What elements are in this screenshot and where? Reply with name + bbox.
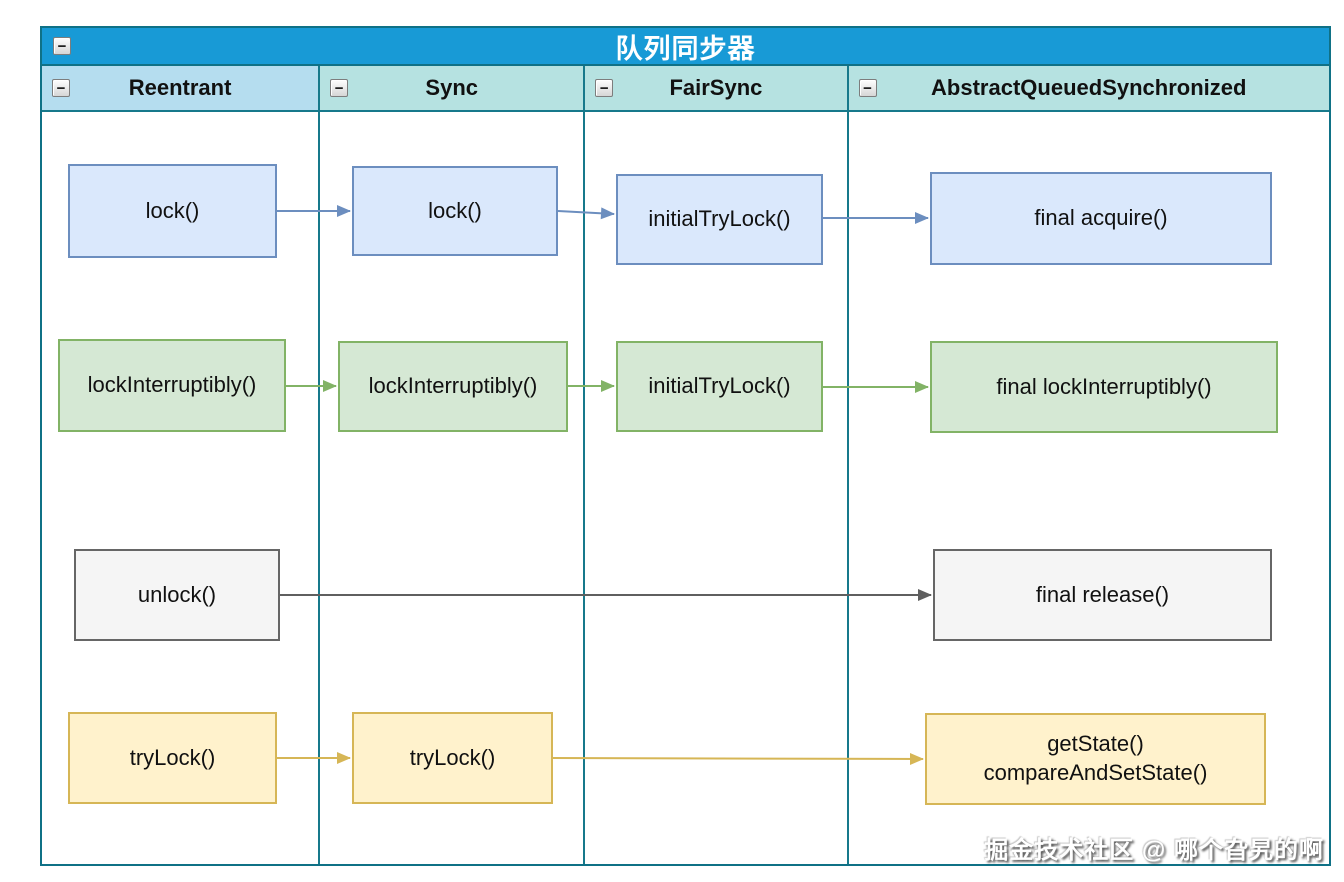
collapse-lane-reentrant-icon[interactable]: − [52, 79, 70, 97]
node-aqs-getstate-line2: compareAndSetState() [983, 760, 1208, 785]
lane-label-fairsync: FairSync [669, 75, 763, 100]
node-aqs-final-lockinterruptibly[interactable]: final lockInterruptibly() [930, 341, 1278, 433]
node-fairsync-initialtrylock-1[interactable]: initialTryLock() [616, 174, 823, 265]
node-aqs-getstate-line1: getState() [1047, 731, 1144, 757]
node-sync-trylock[interactable]: tryLock() [352, 712, 553, 804]
node-fairsync-initialtrylock-2[interactable]: initialTryLock() [616, 341, 823, 432]
collapse-lane-sync-icon[interactable]: − [330, 79, 349, 97]
pool-title-bar[interactable]: − 队列同步器 [42, 28, 1329, 66]
node-aqs-final-release[interactable]: final release() [933, 549, 1272, 641]
node-sync-lockinterruptibly[interactable]: lockInterruptibly() [338, 341, 568, 432]
node-reentrant-lock[interactable]: lock() [68, 164, 277, 258]
node-reentrant-lockinterruptibly[interactable]: lockInterruptibly() [58, 339, 286, 432]
lane-header-fairsync[interactable]: − FairSync [585, 66, 847, 112]
lane-header-reentrant[interactable]: − Reentrant [42, 66, 319, 112]
pool-title: 队列同步器 [615, 33, 756, 64]
collapse-lane-fairsync-icon[interactable]: − [595, 79, 614, 97]
node-reentrant-trylock[interactable]: tryLock() [68, 712, 277, 804]
lane-fairsync: − FairSync [583, 66, 847, 864]
watermark-text: 掘金技术社区 @ 哪个旮旯的啊 [984, 837, 1324, 864]
node-reentrant-unlock[interactable]: unlock() [74, 549, 280, 641]
lane-label-reentrant: Reentrant [128, 75, 232, 100]
node-sync-lock[interactable]: lock() [352, 166, 558, 256]
collapse-lane-aqs-icon[interactable]: − [858, 79, 877, 97]
lane-reentrant: − Reentrant [42, 66, 319, 864]
collapse-pool-icon[interactable]: − [53, 37, 71, 55]
lane-header-sync[interactable]: − Sync [320, 66, 584, 112]
lanes-container: − Reentrant − Sync − FairSync [42, 66, 1329, 864]
lane-sync: − Sync [318, 66, 584, 864]
lane-header-aqs[interactable]: − AbstractQueuedSynchronized [848, 66, 1329, 112]
node-aqs-getstate-cas[interactable]: getState() compareAndSetState() [925, 713, 1266, 805]
lane-label-sync: Sync [425, 75, 479, 100]
lane-label-aqs: AbstractQueuedSynchronized [931, 75, 1247, 100]
node-aqs-final-acquire[interactable]: final acquire() [930, 172, 1272, 265]
lane-aqs: − AbstractQueuedSynchronized [846, 66, 1329, 864]
